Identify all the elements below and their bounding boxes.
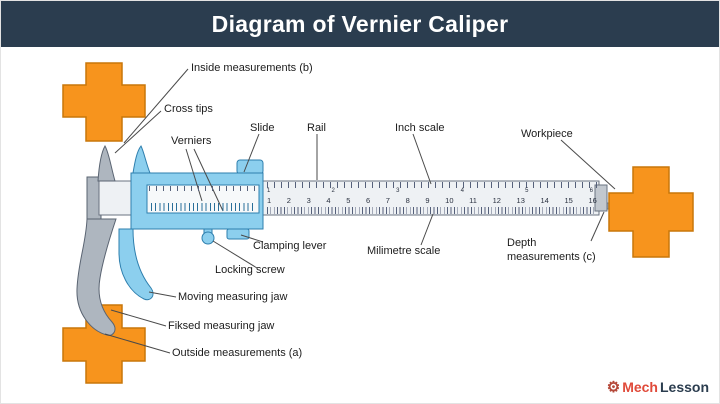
workpiece-top-left bbox=[62, 62, 146, 142]
label-fixed-measuring-jaw: Fiksed measuring jaw bbox=[168, 320, 275, 332]
page-title: Diagram of Vernier Caliper bbox=[211, 10, 509, 37]
label-rail: Rail bbox=[307, 122, 326, 134]
beam-right-step bbox=[594, 184, 608, 212]
moving-measuring-jaw-shape bbox=[118, 228, 154, 301]
label-inside-measurements: Inside measurements (b) bbox=[191, 62, 313, 74]
fixed-measuring-jaw-shape bbox=[76, 218, 117, 336]
caliper-drawing bbox=[62, 62, 694, 384]
label-locking-screw: Locking screw bbox=[215, 264, 285, 276]
mm-scale-ticks bbox=[267, 207, 597, 214]
window-scale-ticks bbox=[149, 186, 257, 191]
gear-icon: ⚙ bbox=[606, 378, 621, 396]
moving-inside-tip bbox=[132, 145, 151, 174]
header-bar: Diagram of Vernier Caliper bbox=[1, 1, 719, 47]
label-moving-measuring-jaw: Moving measuring jaw bbox=[178, 291, 288, 303]
label-depth-measurements: Depth measurements (c) bbox=[507, 237, 596, 263]
brand-secondary: Lesson bbox=[659, 379, 709, 395]
slide-bottom-tab bbox=[226, 228, 250, 240]
leader-lines bbox=[104, 68, 616, 354]
vernier-ticks bbox=[151, 203, 255, 211]
workpiece-right bbox=[608, 166, 694, 258]
inch-scale-ticks bbox=[267, 182, 597, 188]
label-workpiece: Workpiece bbox=[521, 128, 573, 140]
locking-screw-shape bbox=[201, 231, 215, 245]
label-verniers: Verniers bbox=[171, 135, 212, 147]
label-millimetre-scale: Milimetre scale bbox=[367, 245, 441, 257]
clamping-lever-shape bbox=[236, 159, 264, 175]
brand-primary: Mech bbox=[622, 379, 658, 395]
label-clamping-lever: Clamping lever bbox=[253, 240, 327, 252]
label-inch-scale: Inch scale bbox=[395, 122, 445, 134]
fixed-inside-tip bbox=[97, 144, 116, 182]
label-slide: Slide bbox=[250, 122, 275, 134]
workpiece-bottom-left bbox=[62, 304, 146, 384]
label-outside-measurements: Outside measurements (a) bbox=[172, 347, 303, 359]
label-cross-tips: Cross tips bbox=[164, 103, 213, 115]
